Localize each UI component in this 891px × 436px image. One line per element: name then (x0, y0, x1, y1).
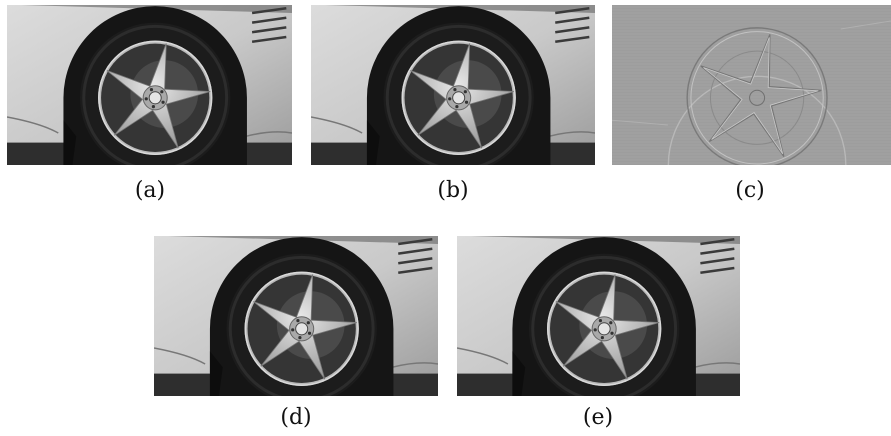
wheel-image-b (311, 5, 595, 165)
wheel-image-c-difference (612, 5, 891, 165)
caption-e: (e) (582, 405, 614, 430)
wheel-image-d (154, 236, 438, 396)
caption-a: (a) (134, 178, 166, 203)
caption-d: (d) (280, 405, 312, 430)
caption-b: (b) (437, 178, 469, 203)
wheel-image-a (7, 5, 292, 165)
wheel-image-e (457, 236, 740, 396)
caption-c: (c) (735, 178, 765, 203)
